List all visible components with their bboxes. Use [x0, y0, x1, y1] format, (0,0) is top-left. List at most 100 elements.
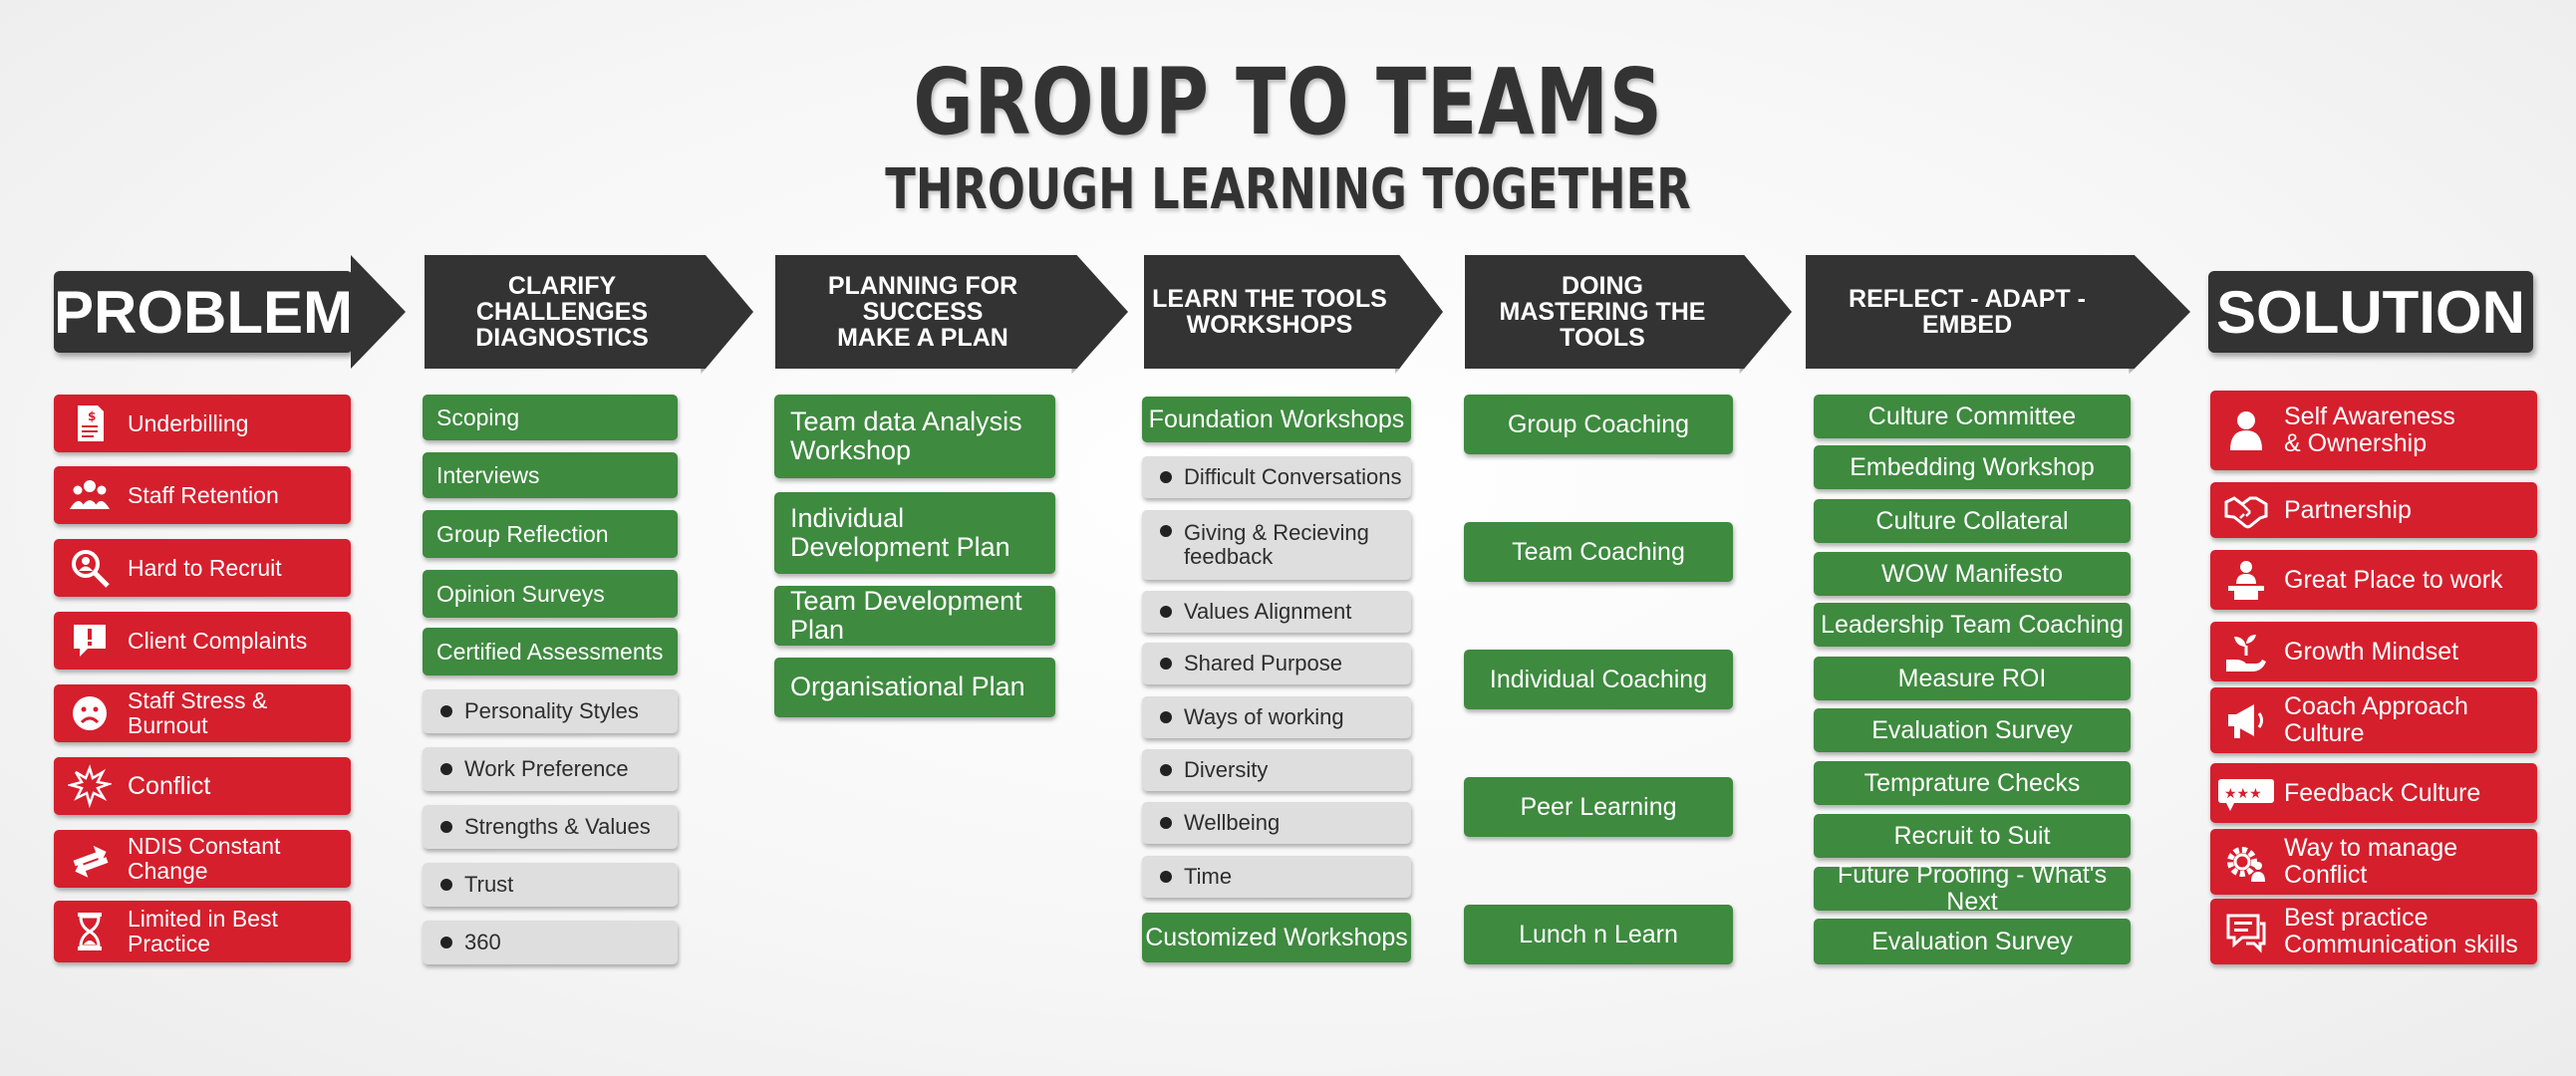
doing-item: Group Coaching	[1464, 395, 1733, 454]
header-clarify-line1: CLARIFY CHALLENGES	[475, 271, 649, 326]
learn-subitem: Time	[1142, 856, 1411, 898]
solution-label-line: Partnership	[2284, 495, 2412, 524]
problem-item-ndis-change: NDIS Constant Change	[54, 830, 351, 888]
learn-subitem-line: feedback	[1184, 544, 1274, 569]
person-icon	[2224, 408, 2268, 452]
doing-item: Individual Coaching	[1464, 650, 1733, 709]
reflect-item: Evaluation Survey	[1814, 708, 2131, 752]
problem-label: Underbilling	[128, 409, 249, 436]
header-problem: PROBLEM	[54, 271, 353, 353]
learn-subitem-line: Values Alignment	[1184, 599, 1352, 625]
problem-item-underbilling: $ Underbilling	[54, 395, 351, 452]
clarify-subitem: Strengths & Values	[423, 805, 678, 849]
learn-customized-workshops: Customized Workshops	[1142, 913, 1411, 962]
header-problem-label: PROBLEM	[54, 278, 353, 346]
problem-item-hard-to-recruit: Hard to Recruit	[54, 539, 351, 597]
header-planning-line2: MAKE A PLAN	[837, 324, 1008, 353]
handshake-icon	[2224, 488, 2268, 532]
search-person-icon	[68, 546, 112, 590]
problem-label: Staff Stress & Burnout	[128, 687, 268, 738]
planning-item: Team Development Plan	[774, 586, 1055, 646]
reflect-item: Measure ROI	[1814, 657, 2131, 700]
gear-person-icon	[2224, 840, 2268, 884]
clarify-item: Scoping	[423, 395, 678, 440]
planning-item-line: Individual	[790, 502, 905, 533]
learn-subitem: Wellbeing	[1142, 802, 1411, 844]
stars-rating-icon: ★★★	[2218, 771, 2274, 815]
problem-label: Client Complaints	[128, 627, 308, 654]
solution-item-growth-mindset: Growth Mindset	[2210, 622, 2537, 681]
svg-text:★★★: ★★★	[2224, 786, 2262, 802]
header-learn: LEARN THE TOOLS WORKSHOPS	[1144, 255, 1443, 369]
clarify-subitem: Personality Styles	[423, 689, 678, 733]
solution-label-line: Great Place to work	[2284, 565, 2503, 594]
learn-subitem-line: Shared Purpose	[1184, 651, 1342, 676]
header-solution: SOLUTION	[2208, 271, 2533, 353]
learn-subitem-line: Difficult Conversations	[1184, 464, 1402, 490]
solution-label-line: Feedback Culture	[2284, 778, 2481, 807]
reflect-item: Culture Collateral	[1814, 499, 2131, 543]
clarify-subitem: 360	[423, 921, 678, 964]
planning-item-line: Team Development Plan	[790, 585, 1022, 645]
reflect-item: Future Proofing - What's Next	[1814, 862, 2131, 916]
solution-label-line: Way to manage	[2284, 834, 2458, 862]
problem-item-client-complaints: Client Complaints	[54, 612, 351, 670]
planning-item: Team data Analysis Workshop	[774, 395, 1055, 478]
learn-subitem-line: Ways of working	[1184, 704, 1344, 730]
problem-arrow-tip	[351, 255, 406, 369]
learn-subitem-line: Wellbeing	[1184, 810, 1281, 836]
header-doing-line2: MASTERING THE TOOLS	[1499, 297, 1706, 353]
problem-label: Hard to Recruit	[128, 554, 282, 581]
learn-foundation-workshops: Foundation Workshops	[1142, 397, 1411, 442]
header-reflect-label: REFLECT - ADAPT - EMBED	[1849, 284, 2086, 339]
complaint-bubble-icon	[68, 619, 112, 663]
problem-item-conflict: Conflict	[54, 757, 351, 815]
plant-hand-icon	[2224, 630, 2268, 673]
learn-subitem-line: Diversity	[1184, 757, 1269, 783]
sad-face-icon	[68, 691, 112, 735]
invoice-icon: $	[68, 402, 112, 445]
header-learn-line1: LEARN THE TOOLS	[1152, 284, 1387, 313]
problem-item-limited-best-practice: Limited in Best Practice	[54, 901, 351, 962]
page-subtitle: THROUGH LEARNING TOGETHER	[885, 157, 1691, 222]
clarify-item: Opinion Surveys	[423, 570, 678, 618]
learn-subitem: Diversity	[1142, 749, 1411, 791]
problem-label: Limited in Best Practice	[128, 906, 278, 956]
header-doing-line1: DOING	[1562, 271, 1643, 300]
change-arrows-icon	[68, 837, 112, 881]
desk-person-icon	[2224, 558, 2268, 602]
planning-item: Individual Development Plan	[774, 492, 1055, 574]
problem-label: Conflict	[128, 771, 211, 800]
solution-label-line: Conflict	[2284, 861, 2368, 889]
solution-item-partnership: Partnership	[2210, 482, 2537, 538]
learn-subitem: Giving & Recieving feedback	[1142, 510, 1411, 580]
hourglass-icon	[68, 910, 112, 953]
doing-item: Peer Learning	[1464, 777, 1733, 837]
solution-label-line: Coach Approach	[2284, 692, 2468, 720]
clarify-item: Certified Assessments	[423, 628, 678, 675]
chat-icon	[2224, 910, 2268, 953]
solution-item-great-place: Great Place to work	[2210, 550, 2537, 610]
header-learn-line2: WORKSHOPS	[1186, 311, 1353, 339]
learn-subitem: Values Alignment	[1142, 591, 1411, 633]
clash-icon	[68, 764, 112, 808]
solution-item-feedback-culture: ★★★ Feedback Culture	[2210, 763, 2537, 823]
reflect-item: Embedding Workshop	[1814, 445, 2131, 489]
header-reflect: REFLECT - ADAPT - EMBED	[1806, 255, 2190, 369]
solution-label-line: Culture	[2284, 719, 2365, 747]
planning-item-line: Workshop	[790, 435, 912, 465]
solution-item-best-practice-comms: Best practice Communication skills	[2210, 899, 2537, 964]
reflect-item: Evaluation Survey	[1814, 919, 2131, 964]
learn-subitem: Shared Purpose	[1142, 643, 1411, 684]
solution-item-manage-conflict: Way to manage Conflict	[2210, 829, 2537, 895]
reflect-item: Culture Committee	[1814, 395, 2131, 438]
megaphone-icon	[2224, 698, 2268, 742]
problem-label: NDIS Constant Change	[128, 833, 281, 884]
reflect-item: Recruit to Suit	[1814, 814, 2131, 858]
learn-subitem: Difficult Conversations	[1142, 456, 1411, 498]
clarify-item: Group Reflection	[423, 510, 678, 558]
planning-item-line: Development Plan	[790, 532, 1010, 562]
problem-item-stress-burnout: Staff Stress & Burnout	[54, 684, 351, 742]
planning-item: Organisational Plan	[774, 658, 1055, 717]
learn-subitem: Ways of working	[1142, 696, 1411, 738]
